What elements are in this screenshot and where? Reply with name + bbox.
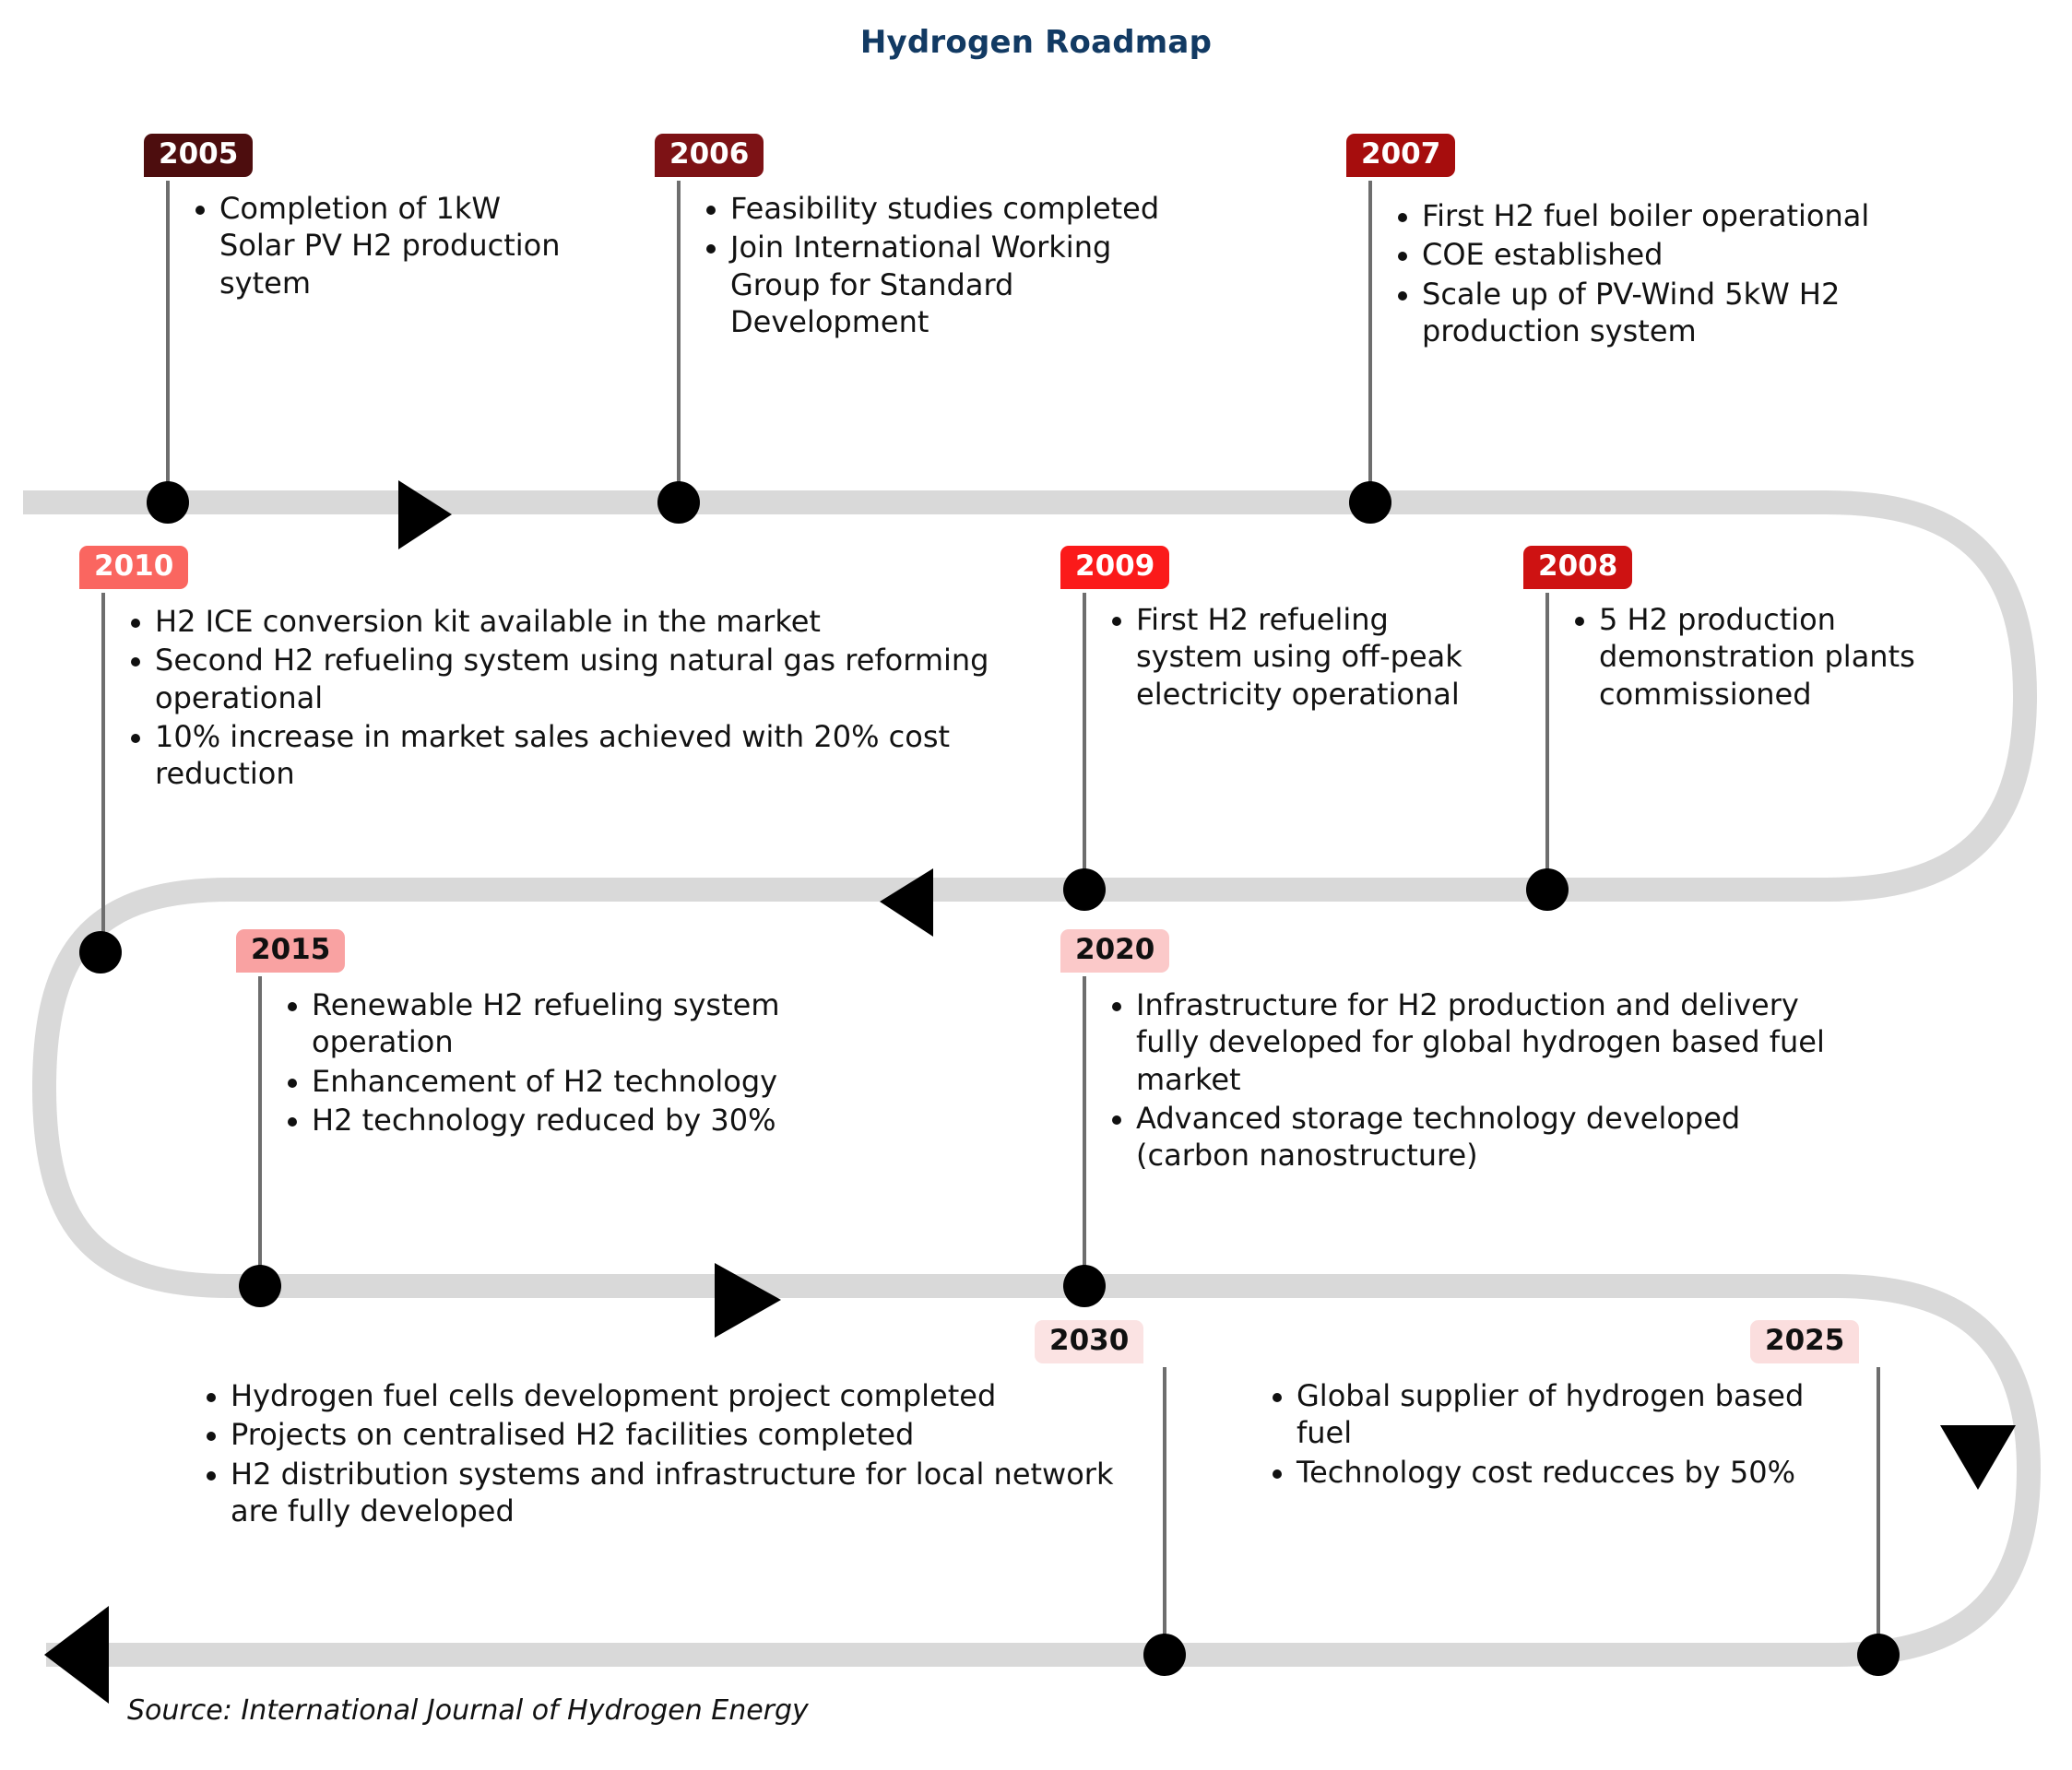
event-item: Global supplier of hydrogen based fuel	[1273, 1377, 1861, 1452]
node-2006[interactable]	[657, 481, 700, 524]
stem-2005	[166, 181, 170, 503]
year-badge-2025[interactable]: 2025	[1750, 1320, 1860, 1363]
year-badge-2015[interactable]: 2015	[236, 929, 346, 973]
source-caption: Source: International Journal of Hydroge…	[127, 1694, 809, 1727]
arrow-right-row-3	[715, 1263, 781, 1338]
events-2015: Renewable H2 refueling system operation …	[277, 986, 904, 1140]
event-item: First H2 fuel boiler operational	[1398, 197, 1903, 234]
node-2005[interactable]	[147, 481, 189, 524]
event-item: Join International Working Group for Sta…	[706, 229, 1193, 340]
events-2009: First H2 refueling system using off-peak…	[1101, 601, 1488, 714]
events-2025: Global supplier of hydrogen based fuel T…	[1261, 1377, 1861, 1493]
arrow-left-row-2	[880, 868, 933, 937]
events-2007: First H2 fuel boiler operational COE est…	[1387, 197, 1903, 351]
node-2008[interactable]	[1526, 868, 1569, 911]
events-2005: Completion of 1kW Solar PV H2 production…	[184, 190, 581, 303]
arrow-down-bend-right-bottom	[1940, 1425, 2016, 1490]
year-badge-2007[interactable]: 2007	[1346, 134, 1456, 177]
stem-2015	[258, 976, 262, 1290]
stem-2006	[677, 181, 681, 503]
year-badge-2020[interactable]: 2020	[1060, 929, 1170, 973]
stem-2008	[1545, 593, 1549, 892]
node-2015[interactable]	[239, 1265, 281, 1307]
node-2009[interactable]	[1063, 868, 1106, 911]
event-item: Scale up of PV-Wind 5kW H2 production sy…	[1398, 276, 1903, 350]
node-2025[interactable]	[1857, 1634, 1900, 1676]
stem-2009	[1083, 593, 1086, 892]
node-2020[interactable]	[1063, 1265, 1106, 1307]
event-item: 10% increase in market sales achieved wi…	[131, 718, 1060, 793]
event-item: Enhancement of H2 technology	[288, 1063, 904, 1100]
event-item: Projects on centralised H2 facilities co…	[207, 1416, 1145, 1453]
year-badge-2030[interactable]: 2030	[1035, 1320, 1144, 1363]
event-item: Advanced storage technology developed (c…	[1112, 1100, 1839, 1174]
event-item: COE established	[1398, 236, 1903, 273]
event-item: Infrastructure for H2 production and del…	[1112, 986, 1839, 1098]
page-title: Hydrogen Roadmap	[859, 24, 1213, 61]
track-bend-left	[31, 878, 231, 1298]
event-item: First H2 refueling system using off-peak…	[1112, 601, 1488, 713]
event-item: H2 distribution systems and infrastructu…	[207, 1456, 1145, 1530]
year-badge-2009[interactable]: 2009	[1060, 546, 1170, 589]
node-2030[interactable]	[1143, 1634, 1186, 1676]
event-item: 5 H2 production demonstration plants com…	[1575, 601, 1951, 713]
event-item: Completion of 1kW Solar PV H2 production…	[195, 190, 581, 301]
arrow-right-row-1	[398, 480, 452, 549]
track-bend-right-bottom	[1834, 1274, 2042, 1667]
year-badge-2008[interactable]: 2008	[1523, 546, 1633, 589]
node-2010[interactable]	[79, 931, 122, 974]
year-badge-2006[interactable]: 2006	[655, 134, 764, 177]
event-item: Second H2 refueling system using natural…	[131, 642, 1060, 716]
stem-2007	[1368, 181, 1372, 503]
event-item: Feasibility studies completed	[706, 190, 1193, 227]
events-2020: Infrastructure for H2 production and del…	[1101, 986, 1839, 1176]
stem-2030	[1163, 1367, 1166, 1658]
events-2010: H2 ICE conversion kit available in the m…	[120, 603, 1060, 795]
node-2007[interactable]	[1349, 481, 1391, 524]
events-2006: Feasibility studies completed Join Inter…	[695, 190, 1193, 342]
event-item: Technology cost reducces by 50%	[1273, 1454, 1861, 1491]
year-badge-2005[interactable]: 2005	[144, 134, 254, 177]
events-2008: 5 H2 production demonstration plants com…	[1564, 601, 1951, 714]
arrow-left-row-4	[44, 1606, 109, 1704]
stem-2020	[1083, 976, 1086, 1290]
event-item: Hydrogen fuel cells development project …	[207, 1377, 1145, 1414]
event-item: H2 ICE conversion kit available in the m…	[131, 603, 1060, 640]
event-item: H2 technology reduced by 30%	[288, 1102, 904, 1139]
year-badge-2010[interactable]: 2010	[79, 546, 189, 589]
events-2030: Hydrogen fuel cells development project …	[195, 1377, 1145, 1531]
stem-2010	[101, 593, 105, 962]
event-item: Renewable H2 refueling system operation	[288, 986, 904, 1061]
stem-2025	[1877, 1367, 1880, 1658]
